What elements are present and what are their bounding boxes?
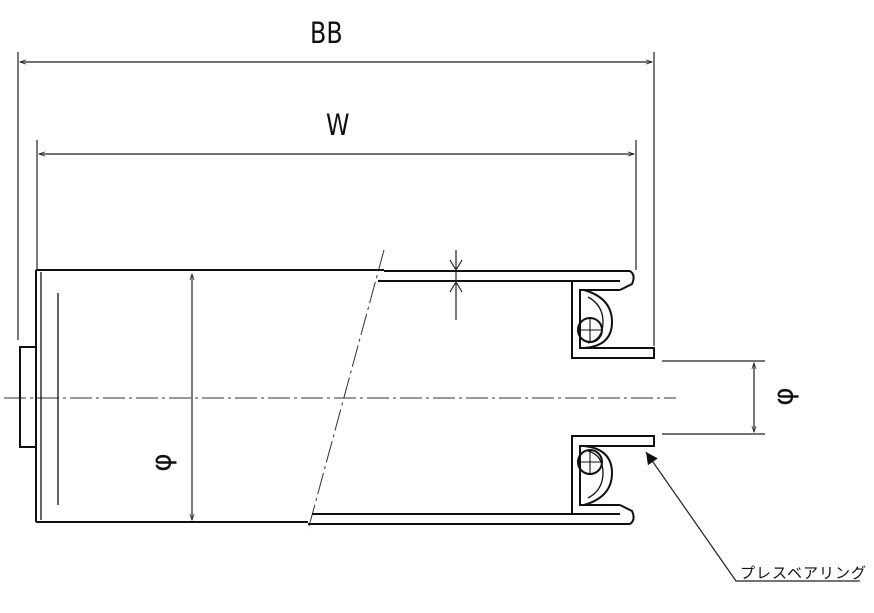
- bearing-housing-top: [571, 281, 655, 359]
- bearing-housing-bottom: [571, 435, 655, 514]
- shaft-diameter-label: φ: [766, 387, 800, 406]
- dimension-bb-label: BB: [310, 16, 343, 50]
- tube-end-curl-top: [619, 270, 635, 291]
- callout-leader: [645, 451, 860, 582]
- section-break-line: [307, 249, 385, 531]
- press-bearing-label: プレスベアリング: [740, 564, 867, 582]
- tube-end-curl-bottom: [619, 504, 635, 525]
- bearing-seal-bottom: [583, 445, 614, 506]
- dimension-w-label: W: [326, 108, 350, 142]
- bearing-seal-top: [583, 289, 614, 349]
- bearing-seal-bottom-inner: [587, 450, 604, 499]
- left-shaft-stub: [19, 346, 37, 448]
- roller-diameter-label: φ: [144, 453, 178, 472]
